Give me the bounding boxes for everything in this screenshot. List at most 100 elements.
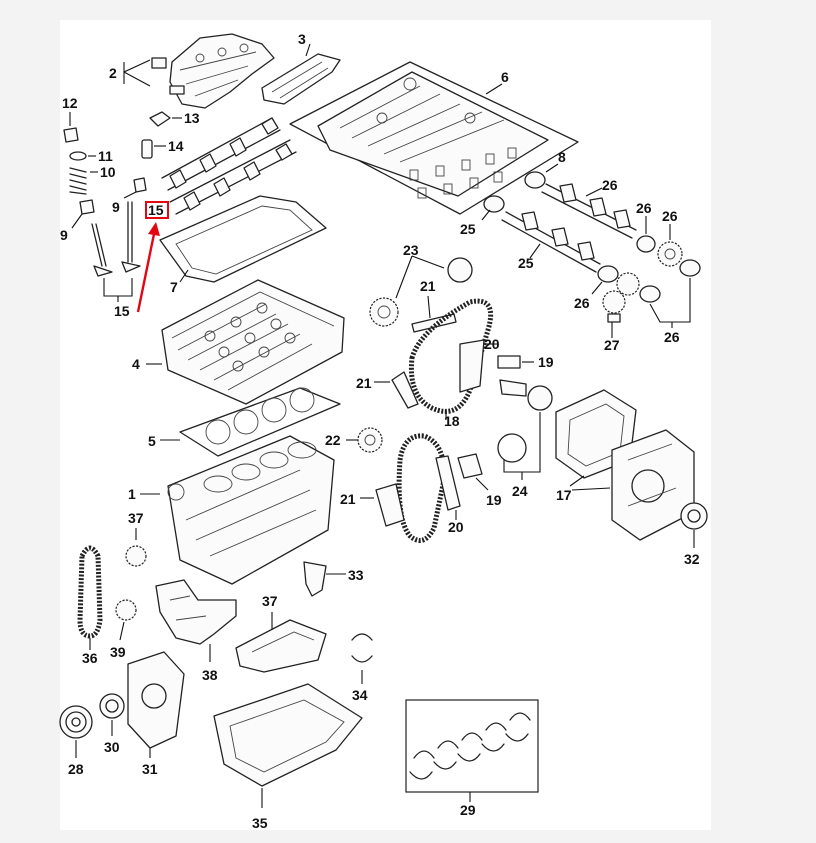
highlight-arrow bbox=[136, 233, 156, 313]
callout-2[interactable]: 2 bbox=[109, 65, 117, 81]
callout-7[interactable]: 7 bbox=[170, 279, 178, 295]
callout-1[interactable]: 1 bbox=[128, 486, 136, 502]
callout-21c[interactable]: 21 bbox=[340, 491, 356, 507]
part-26-bearing-c bbox=[636, 235, 656, 253]
callout-10[interactable]: 10 bbox=[100, 164, 116, 180]
part-32-crank-seal bbox=[680, 502, 708, 530]
part-17-timing-cover bbox=[555, 389, 695, 541]
part-18-timing-chain bbox=[408, 298, 494, 414]
part-3-gasket bbox=[261, 53, 341, 105]
part-lower-chain bbox=[396, 433, 447, 543]
part-9-valve-seal-a bbox=[133, 177, 147, 193]
part-38-sprocket bbox=[115, 599, 137, 621]
callout-18[interactable]: 18 bbox=[444, 413, 460, 429]
highlight-arrowhead bbox=[148, 222, 160, 236]
callout-35[interactable]: 35 bbox=[252, 815, 268, 831]
callout-26b[interactable]: 25 bbox=[460, 221, 476, 237]
part-1-engine-block bbox=[167, 435, 335, 585]
callout-19b[interactable]: 19 bbox=[486, 492, 502, 508]
callout-21b[interactable]: 21 bbox=[356, 375, 372, 391]
callout-15-text[interactable]: 15 bbox=[148, 202, 164, 218]
part-30-crank-pulley bbox=[59, 705, 93, 739]
part-25-camshaft-lower bbox=[501, 211, 601, 273]
callout-16[interactable]: 31 bbox=[142, 761, 158, 777]
part-2-fuel-rail bbox=[151, 33, 275, 109]
part-16-front-cover bbox=[127, 651, 185, 749]
callout-9b[interactable]: 9 bbox=[60, 227, 68, 243]
callout-34[interactable]: 38 bbox=[202, 667, 218, 683]
callout-36[interactable]: 37 bbox=[262, 593, 278, 609]
part-5-head-gasket bbox=[179, 387, 341, 457]
callout-28[interactable]: 34 bbox=[352, 687, 368, 703]
part-26-bearing-d bbox=[597, 265, 619, 283]
callout-17[interactable]: 17 bbox=[556, 487, 572, 503]
part-7-cover-gasket bbox=[159, 195, 327, 283]
callout-14[interactable]: 14 bbox=[168, 138, 184, 154]
part-21-guide-upper bbox=[411, 313, 457, 333]
callout-19a[interactable]: 19 bbox=[538, 354, 554, 370]
part-28-bearing-halves bbox=[351, 633, 373, 663]
callout-20b[interactable]: 20 bbox=[448, 519, 464, 535]
callout-13[interactable]: 13 bbox=[184, 110, 200, 126]
callout-25b[interactable]: 25 bbox=[518, 255, 534, 271]
part-29-bearing-set bbox=[405, 699, 539, 793]
part-26-bearing-e bbox=[639, 259, 701, 303]
callout-5[interactable]: 5 bbox=[148, 433, 156, 449]
part-23-vvt-unit bbox=[369, 257, 473, 327]
callout-29[interactable]: 29 bbox=[460, 802, 476, 818]
part-11-spring-seat bbox=[69, 151, 87, 161]
part-15-highlight[interactable]: 15 15 bbox=[145, 201, 169, 219]
callout-37[interactable]: 37 bbox=[128, 510, 144, 526]
callout-11[interactable]: 11 bbox=[98, 148, 113, 164]
callout-8[interactable]: 15 bbox=[114, 303, 130, 319]
part-6-camshaft-carrier bbox=[289, 61, 579, 215]
part-21-guide-middle bbox=[391, 371, 419, 409]
part-22-crank-sprocket bbox=[357, 427, 383, 453]
part-21-guide-lower bbox=[375, 483, 405, 527]
part-36-baffle bbox=[235, 619, 327, 673]
callout-20a[interactable]: 20 bbox=[484, 336, 500, 352]
callout-4[interactable]: 4 bbox=[132, 356, 140, 372]
part-9-valve-seal-b bbox=[79, 199, 95, 215]
part-34-oil-pump bbox=[155, 579, 237, 645]
part-10-valve-spring bbox=[69, 167, 87, 195]
callout-26c[interactable]: 26 bbox=[636, 200, 652, 216]
callout-30[interactable]: 28 bbox=[68, 761, 84, 777]
callout-24[interactable]: 24 bbox=[512, 483, 528, 499]
part-19-tensioner-plunger-upper bbox=[497, 355, 521, 369]
callout-6[interactable]: 6 bbox=[501, 69, 509, 85]
part-20-tensioner-upper bbox=[459, 339, 485, 393]
callout-26d[interactable]: 26 bbox=[574, 295, 590, 311]
callout-33[interactable]: 33 bbox=[348, 567, 364, 583]
callout-26e[interactable]: 26 bbox=[664, 329, 680, 345]
part-27-gear-a bbox=[657, 241, 683, 267]
callout-25a[interactable]: 26 bbox=[602, 177, 618, 193]
callout-3[interactable]: 3 bbox=[298, 31, 306, 47]
part-27-gear-b bbox=[602, 272, 640, 323]
part-19-tensioner-lower bbox=[457, 453, 483, 479]
part-12-valve-keeper bbox=[63, 127, 79, 143]
callout-26a[interactable]: 8 bbox=[558, 149, 566, 165]
part-camshafts bbox=[161, 117, 297, 215]
callout-9a[interactable]: 9 bbox=[112, 199, 120, 215]
part-4-cylinder-head bbox=[161, 279, 345, 405]
callout-21a[interactable]: 21 bbox=[420, 278, 436, 294]
callout-27a[interactable]: 26 bbox=[662, 208, 678, 224]
callout-31[interactable]: 30 bbox=[104, 739, 120, 755]
part-25-camshaft-upper bbox=[541, 183, 637, 239]
part-35-oil-pan bbox=[213, 683, 363, 787]
part-33-oil-pickup bbox=[303, 561, 327, 597]
callout-12[interactable]: 12 bbox=[62, 95, 78, 111]
callout-27b[interactable]: 27 bbox=[604, 337, 620, 353]
callout-22[interactable]: 22 bbox=[325, 432, 341, 448]
part-31-front-seal bbox=[99, 693, 125, 719]
part-26-bearing-b bbox=[483, 195, 505, 213]
callout-38[interactable]: 39 bbox=[110, 644, 126, 660]
part-24-oil-pump-drive bbox=[497, 379, 553, 463]
part-37-sprocket bbox=[125, 545, 147, 567]
part-8-valves bbox=[91, 201, 141, 277]
callout-23[interactable]: 23 bbox=[403, 242, 419, 258]
callout-32[interactable]: 32 bbox=[684, 551, 700, 567]
callout-39[interactable]: 36 bbox=[82, 650, 98, 666]
